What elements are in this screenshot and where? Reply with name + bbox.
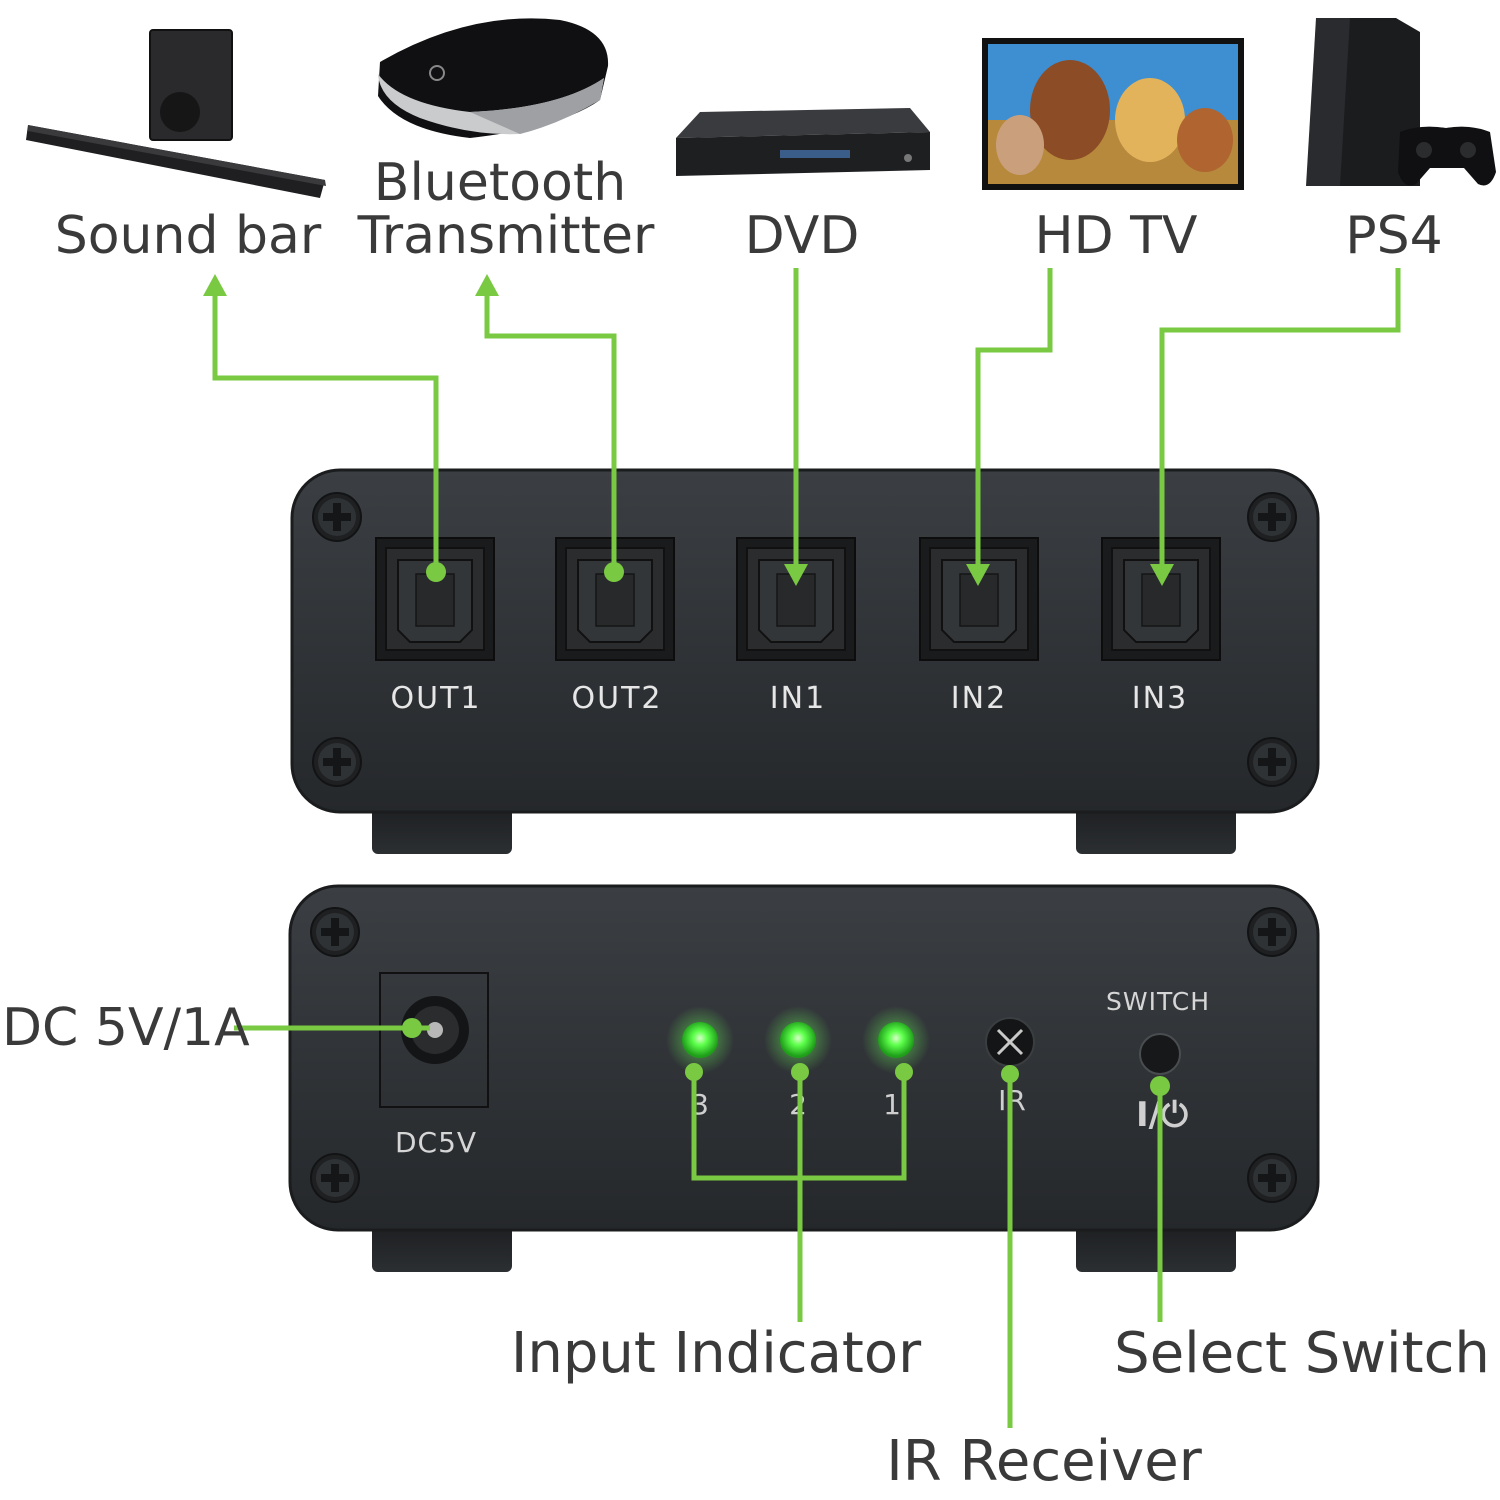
arrowhead-soundbar-icon bbox=[203, 274, 227, 296]
port-label-out1: OUT1 bbox=[391, 681, 482, 716]
screw-icon bbox=[310, 1153, 360, 1203]
screw-icon bbox=[1247, 1153, 1297, 1203]
dot-led-3 bbox=[685, 1063, 703, 1081]
ir-receiver-window bbox=[985, 1017, 1035, 1067]
connector-hdtv-in2 bbox=[975, 268, 1053, 566]
ps4-console-image bbox=[1306, 18, 1496, 186]
port-label-in1: IN1 bbox=[770, 681, 826, 716]
input-indicator-callout: Input Indicator bbox=[511, 1321, 922, 1386]
arrowhead-bluetooth-icon bbox=[475, 274, 499, 296]
ps4-label: PS4 bbox=[1345, 206, 1442, 266]
foot bbox=[372, 1220, 512, 1272]
input-led-2 bbox=[764, 1006, 832, 1074]
screw-icon bbox=[312, 737, 362, 787]
dc-jack-label: DC5V bbox=[395, 1126, 477, 1159]
arrowhead-in2-icon bbox=[966, 564, 990, 586]
dvd-label: DVD bbox=[745, 206, 860, 266]
port-label-in3: IN3 bbox=[1132, 681, 1188, 716]
dot-switch bbox=[1150, 1076, 1170, 1096]
ir-receiver-callout: IR Receiver bbox=[886, 1429, 1202, 1494]
screw-icon bbox=[1247, 907, 1297, 957]
connector-out1-soundbar bbox=[212, 292, 439, 570]
dc-power-jack[interactable] bbox=[379, 972, 489, 1108]
hdtv-image bbox=[982, 38, 1244, 190]
screw-icon bbox=[1247, 492, 1297, 542]
port-label-out2: OUT2 bbox=[572, 681, 663, 716]
callout-lines bbox=[212, 268, 1401, 1428]
screw-icon bbox=[1247, 737, 1297, 787]
foot bbox=[1076, 1220, 1236, 1272]
input-led-3 bbox=[666, 1006, 734, 1074]
hdtv-label: HD TV bbox=[1034, 206, 1197, 266]
arrowhead-in1-icon bbox=[784, 564, 808, 586]
dot-dc bbox=[402, 1018, 422, 1038]
select-switch-button[interactable] bbox=[1139, 1033, 1181, 1075]
connector-out2-bluetooth bbox=[484, 292, 617, 570]
dot-out1 bbox=[426, 562, 446, 582]
input-led-1 bbox=[862, 1006, 930, 1074]
arrowhead-in3-icon bbox=[1150, 564, 1174, 586]
dot-led-2 bbox=[791, 1063, 809, 1081]
callout-arrowheads bbox=[203, 274, 1174, 1096]
front-panel: OUT1 OUT2 IN1 IN2 IN3 bbox=[290, 468, 1320, 854]
port-label-in2: IN2 bbox=[951, 681, 1007, 716]
dot-out2 bbox=[604, 562, 624, 582]
rear-panel: DC5V 3 2 1 IR SWITCH I/⏻ bbox=[288, 884, 1320, 1272]
soundbar-image bbox=[26, 29, 326, 198]
dot-led-1 bbox=[895, 1063, 913, 1081]
led-number-1: 1 bbox=[883, 1088, 901, 1121]
bluetooth-transmitter-image bbox=[378, 18, 609, 138]
bluetooth-label-line2: Transmitter bbox=[357, 206, 655, 266]
screw-icon bbox=[310, 907, 360, 957]
dvd-player-image bbox=[676, 108, 930, 176]
bluetooth-label-line1: Bluetooth bbox=[374, 153, 626, 213]
dc-input-callout: DC 5V/1A bbox=[2, 998, 250, 1058]
connector-ps4-in3 bbox=[1159, 268, 1401, 566]
select-switch-callout: Select Switch bbox=[1114, 1321, 1490, 1386]
switch-label: SWITCH bbox=[1106, 987, 1210, 1016]
dot-ir bbox=[1001, 1065, 1019, 1083]
soundbar-label: Sound bar bbox=[55, 206, 322, 266]
screw-icon bbox=[312, 492, 362, 542]
